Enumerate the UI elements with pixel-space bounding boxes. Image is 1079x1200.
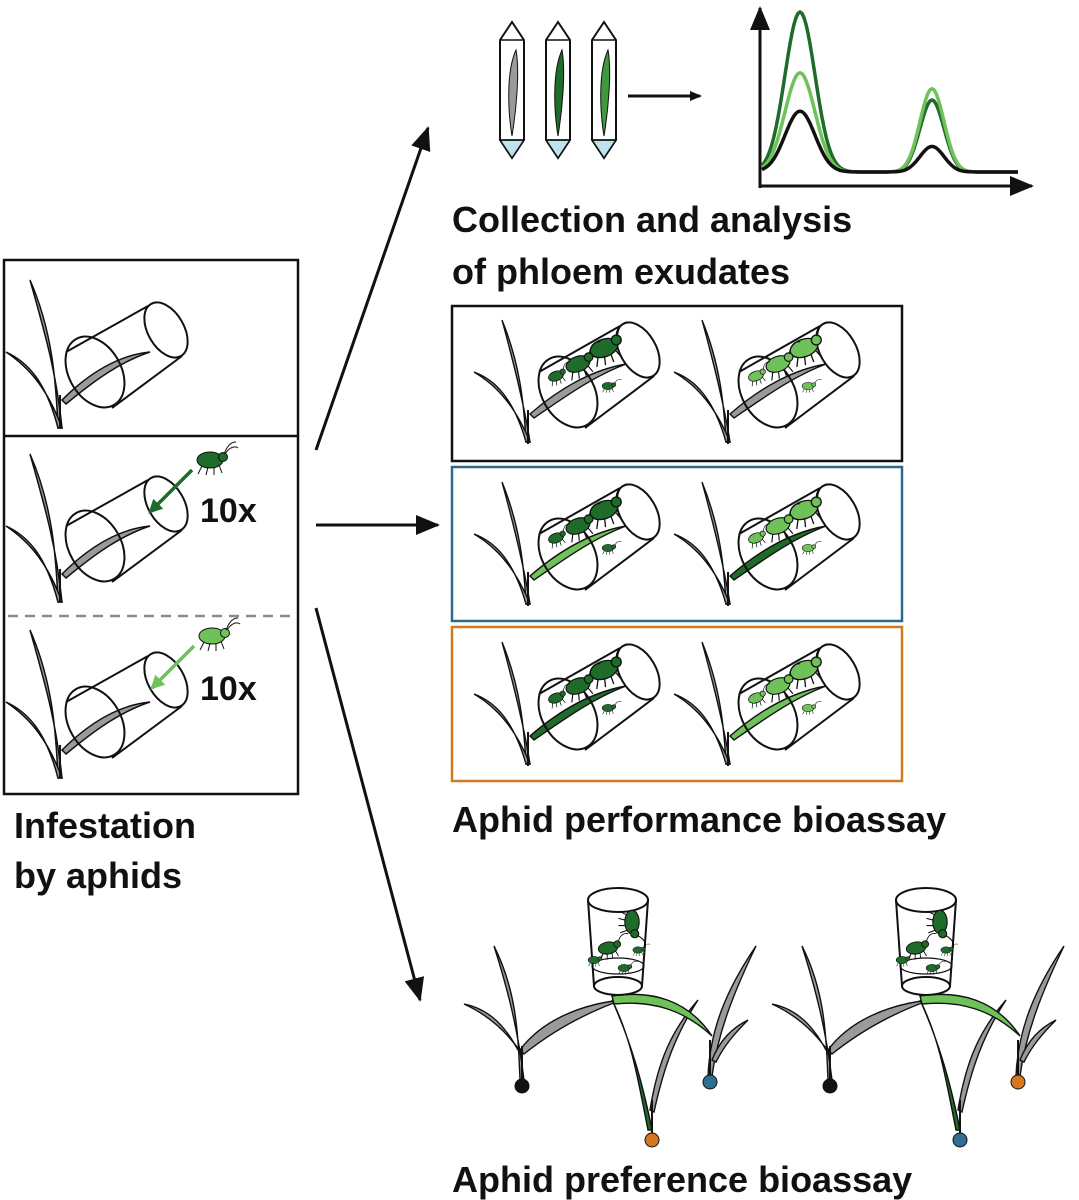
aphid-icon (548, 523, 571, 549)
control-plant-with-cage (5, 279, 189, 429)
aphid-icon (589, 483, 630, 530)
aphid-icon (789, 643, 830, 690)
infestation-panel: 10x 10x (2, 258, 300, 796)
aphid-icon (601, 378, 622, 393)
arrow-to-collection (314, 126, 431, 451)
exudate-vials (498, 20, 618, 160)
aphid-icon (765, 503, 801, 543)
caged-plant (473, 481, 661, 606)
aphid-icon (789, 483, 830, 530)
aphid-icon (801, 378, 822, 393)
aphid-icon (597, 932, 629, 961)
aphid-icon (632, 943, 651, 957)
aphid-icon (601, 700, 622, 715)
aphid-icon (940, 943, 959, 957)
aphid-icon (565, 341, 601, 381)
aphid-icon (565, 663, 601, 703)
performance-row-light (473, 641, 861, 766)
aphid-icon (548, 361, 571, 387)
preference-setup-left (463, 887, 757, 1148)
aphid-icon (801, 700, 822, 715)
aphid-icon (926, 909, 955, 950)
aphid-icon (748, 523, 771, 549)
caged-plant (673, 641, 861, 766)
aphid-icon (801, 540, 822, 555)
performance-frame-blue (450, 465, 904, 623)
multiplier-dark-label: 10x (200, 492, 257, 530)
caged-plant (473, 641, 661, 766)
performance-bioassay (450, 304, 904, 783)
preference-arena (771, 887, 1065, 1148)
aphid-icon (196, 441, 239, 476)
preference-bioassay (463, 887, 1065, 1148)
multiplier-light-label: 10x (200, 670, 257, 708)
infestation-label-line2: by aphids (14, 855, 182, 896)
vial-light (590, 20, 618, 160)
performance-row-control (473, 319, 861, 444)
aphid-icon (789, 321, 830, 368)
transfer-arrow-light (150, 644, 196, 690)
aphid-icon (895, 952, 916, 967)
collection-label-line1: Collection and analysis (452, 199, 852, 240)
aphid-icon (589, 643, 630, 690)
dark-aphid-plant-with-cage (5, 453, 189, 603)
chromatogram-trace-light-green (760, 70, 1018, 174)
performance-frame-orange (450, 625, 904, 783)
caged-plant (473, 319, 661, 444)
aphid-icon (587, 952, 608, 967)
aphid-icon (618, 909, 647, 950)
performance-label: Aphid performance bioassay (452, 799, 946, 840)
light-aphid-plant-with-cage (5, 629, 189, 779)
preference-setup-right (771, 887, 1065, 1148)
aphid-icon (601, 540, 622, 555)
aphid-icon (548, 683, 571, 709)
aphid-icon (565, 503, 601, 543)
aphid-icon (765, 663, 801, 703)
vial-dark (544, 20, 572, 160)
aphid-icon (589, 321, 630, 368)
aphid-icon (765, 341, 801, 381)
chromatogram-trace-black (761, 109, 1018, 174)
aphid-icon (748, 361, 771, 387)
performance-frame-black (450, 304, 904, 463)
aphid-icon (905, 932, 937, 961)
preference-label: Aphid preference bioassay (452, 1159, 912, 1200)
clip-cage (64, 301, 189, 409)
vial-control (498, 20, 526, 160)
caged-plant (673, 319, 861, 444)
preference-arena (463, 887, 757, 1148)
chromatogram (750, 6, 1034, 196)
infestation-label-line1: Infestation (14, 805, 196, 846)
aphid-icon (748, 683, 771, 709)
transfer-arrow-dark (148, 468, 194, 514)
aphid-icon (198, 617, 241, 652)
performance-row-dark (473, 481, 861, 606)
arrow-to-preference (314, 607, 425, 1002)
chromatogram-trace-dark-green (760, 9, 1018, 174)
aphid-icon (617, 960, 638, 975)
caged-plant (673, 481, 861, 606)
aphid-icon (925, 960, 946, 975)
collection-label-line2: of phloem exudates (452, 251, 790, 292)
